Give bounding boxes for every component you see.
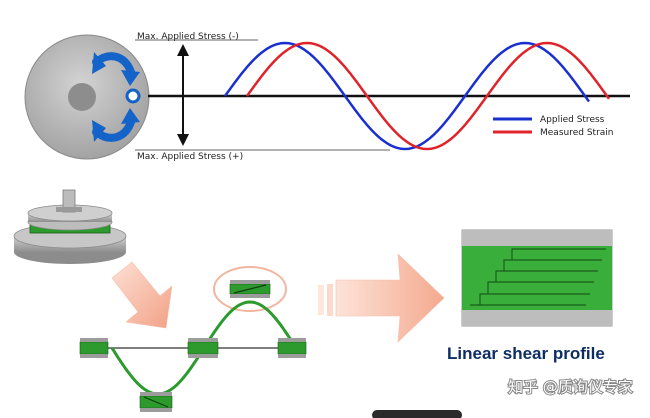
shear-profile-title: Linear shear profile <box>447 344 605 363</box>
measured-strain-wave <box>245 41 611 151</box>
parallel-plate-fixture <box>13 189 127 264</box>
sample-block <box>139 392 173 412</box>
watermark: 知乎 @质询仪专家 <box>507 377 634 397</box>
rotating-disk <box>24 34 150 160</box>
bottom-bar <box>372 410 462 418</box>
sample-block <box>79 338 109 358</box>
linear-shear-profile-box <box>461 229 613 327</box>
wave-plot: Max. Applied Stress (-) Max. Applied Str… <box>135 32 630 162</box>
sample-elements <box>79 280 307 412</box>
legend-label-measured: Measured Strain <box>540 128 614 138</box>
oscillation-path <box>79 266 307 412</box>
sample-block <box>187 338 219 358</box>
max-pos-label: Max. Applied Stress (+) <box>137 152 243 162</box>
shear-layers <box>470 248 606 306</box>
rotation-arrow-icon <box>92 52 140 142</box>
big-salmon-arrow-icon <box>318 253 445 343</box>
legend: Applied Stress Measured Strain <box>493 115 614 138</box>
watermark-text: 知乎 @质询仪专家 <box>508 378 633 396</box>
applied-stress-wave <box>223 41 591 151</box>
sample-block <box>229 280 271 298</box>
highlight-ring <box>213 266 287 312</box>
max-neg-label: Max. Applied Stress (-) <box>137 32 239 42</box>
sample-block <box>277 338 307 358</box>
down-salmon-arrow-icon <box>111 261 173 329</box>
legend-label-applied: Applied Stress <box>540 115 605 125</box>
